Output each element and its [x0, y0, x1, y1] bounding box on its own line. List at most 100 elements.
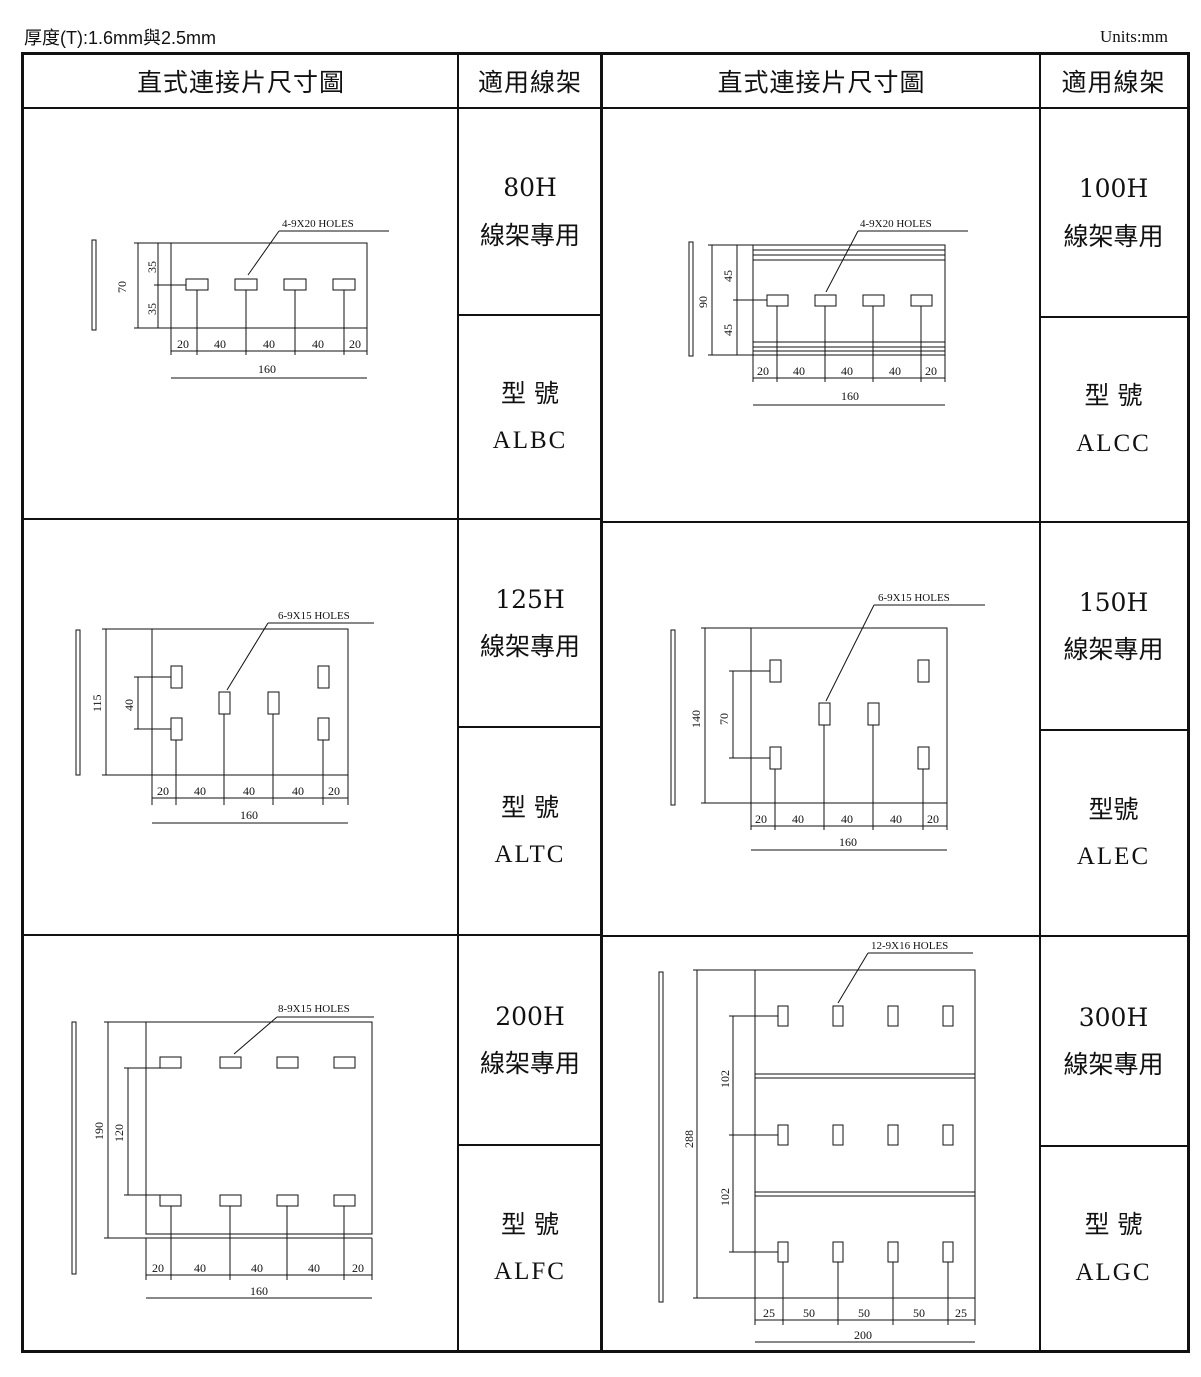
connector-drawing-algc: 12-9X16 HOLES 288 102 102 25 50 50 50 25… — [658, 940, 976, 1343]
side-profile — [688, 241, 694, 357]
slot-hole — [887, 1241, 899, 1263]
model-label: 型 號 — [501, 1209, 559, 1239]
gap-dim: 50 — [803, 1306, 815, 1320]
lower-dim: 35 — [145, 303, 159, 315]
gap-dim: 50 — [858, 1306, 870, 1320]
gap-dim: 40 — [312, 337, 324, 351]
rack-size: 125H — [495, 584, 565, 614]
cell-divider — [1040, 729, 1187, 731]
gap-dim: 40 — [214, 337, 226, 351]
slot-hole — [942, 1005, 954, 1027]
slot-hole — [942, 1124, 954, 1146]
cell-divider — [1040, 1145, 1187, 1147]
rack-use: 線架專用 — [479, 1049, 580, 1078]
rack-use: 線架專用 — [479, 220, 580, 250]
model-label: 型 號 — [501, 378, 559, 408]
gap-dim: 20 — [757, 364, 769, 378]
plate-outline — [750, 627, 948, 804]
model-code: ALCC — [1076, 429, 1151, 457]
gap-dim: 20 — [177, 337, 189, 351]
rack-size: 300H — [1078, 1002, 1149, 1032]
height-dim: 70 — [115, 281, 129, 293]
rack-size: 80H — [503, 173, 557, 202]
gap-dim: 40 — [251, 1261, 263, 1275]
model-cell: 型 號 ALTC — [458, 728, 602, 934]
gap-dim: 20 — [352, 1261, 364, 1275]
inner-dim: 40 — [122, 699, 136, 711]
holes-label: 12-9X16 HOLES — [871, 940, 948, 952]
slot-hole — [219, 1194, 242, 1207]
width-dim: 200 — [854, 1328, 872, 1342]
inner-dim: 70 — [717, 713, 731, 725]
gap-dim: 40 — [793, 364, 805, 378]
gap-dim: 20 — [349, 337, 361, 351]
height-dim: 140 — [689, 710, 703, 728]
gap-dim: 20 — [927, 812, 939, 826]
holes-label: 4-9X20 HOLES — [860, 218, 932, 230]
slot-hole — [832, 1124, 844, 1146]
model-code: ALGC — [1075, 1258, 1152, 1286]
model-code: ALTC — [494, 841, 566, 868]
slot-hole — [766, 294, 789, 307]
holes-label: 4-9X20 HOLES — [282, 218, 354, 230]
plate-outline — [145, 1021, 373, 1235]
height-dim: 115 — [90, 694, 104, 712]
slot-hole — [917, 659, 930, 683]
column-divider — [457, 55, 459, 1350]
gap-dim: 40 — [841, 812, 853, 826]
slot-hole — [910, 294, 933, 307]
drawing-column-header: 直式連接片尺寸圖 — [603, 55, 1040, 109]
inner-bottom-dim: 102 — [718, 1188, 732, 1206]
rack-cell: 80H 線架專用 — [458, 109, 602, 314]
gap-dim: 40 — [194, 1261, 206, 1275]
slot-hole — [159, 1056, 182, 1069]
connector-drawing-alcc: 4-9X20 HOLES 90 45 45 20 40 40 40 20 160 — [688, 218, 968, 406]
slot-hole — [887, 1005, 899, 1027]
side-profile — [91, 239, 97, 331]
slot-hole — [276, 1056, 299, 1069]
width-dim: 160 — [841, 389, 859, 403]
rack-size: 200H — [495, 1001, 565, 1031]
slot-hole — [185, 278, 209, 291]
height-dim: 288 — [682, 1130, 696, 1148]
model-cell: 型 號 ALBC — [458, 316, 602, 518]
slot-hole — [814, 294, 837, 307]
rack-use: 線架專用 — [1063, 1050, 1164, 1079]
rack-size: 100H — [1078, 174, 1149, 203]
model-cell: 型號 ALEC — [1040, 731, 1187, 935]
slot-hole — [769, 659, 782, 683]
gap-dim: 20 — [925, 364, 937, 378]
rack-cell: 100H 線架專用 — [1040, 109, 1187, 316]
model-cell: 型 號 ALCC — [1040, 318, 1187, 521]
slot-hole — [234, 278, 258, 291]
inner-dim: 120 — [112, 1124, 126, 1142]
plate-outline — [754, 969, 976, 1299]
slot-hole — [283, 278, 307, 291]
slot-hole — [276, 1194, 299, 1207]
slot-hole — [777, 1124, 789, 1146]
cell-divider — [458, 314, 602, 316]
gap-dim: 20 — [152, 1261, 164, 1275]
upper-dim: 45 — [721, 270, 735, 282]
slot-hole — [942, 1241, 954, 1263]
holes-label: 8-9X15 HOLES — [278, 1003, 350, 1015]
slot-hole — [219, 1056, 242, 1069]
gap-dim: 25 — [955, 1306, 967, 1320]
plate-outline — [151, 628, 349, 776]
slot-hole — [317, 665, 330, 689]
side-profile — [658, 971, 664, 1303]
units-note: Units:mm — [1099, 27, 1168, 46]
gap-dim: 20 — [755, 812, 767, 826]
model-label: 型 號 — [1084, 381, 1143, 410]
model-label: 型 號 — [501, 792, 559, 822]
row-divider — [24, 934, 602, 936]
height-dim: 90 — [696, 296, 710, 308]
holes-label: 6-9X15 HOLES — [878, 592, 950, 604]
gap-dim: 40 — [889, 364, 901, 378]
side-profile — [71, 1021, 77, 1275]
left-table: 直式連接片尺寸圖 適用線架 80H 線架專用 型 號 ALBC 125H 線架專… — [21, 52, 605, 1353]
width-dim: 160 — [839, 835, 857, 849]
width-dim: 160 — [240, 808, 258, 822]
slot-hole — [333, 1194, 356, 1207]
rack-cell: 150H 線架專用 — [1040, 523, 1187, 729]
